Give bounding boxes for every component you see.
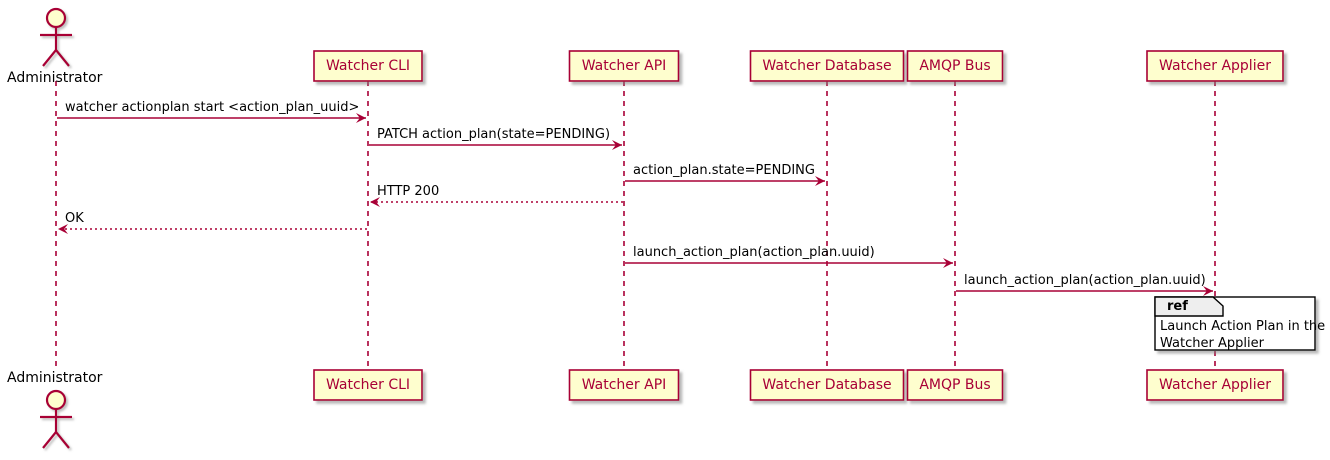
message-label-1: watcher actionplan start <action_plan_uu… (65, 100, 360, 115)
participant-box-watcher-applier-bottom (1146, 369, 1284, 401)
participant-label-watcher-applier-top: Watcher Applier (1159, 58, 1271, 74)
actor-figures-group (40, 7, 72, 449)
message-arrowhead-7 (1203, 286, 1213, 296)
participant-box-amqp-bus-top (906, 50, 1004, 82)
participant-label-watcher-api-top: Watcher API (581, 58, 667, 74)
message-arrows-group (57, 113, 1213, 296)
actor-head (45, 389, 67, 411)
actor-leg-left (42, 431, 57, 449)
actor-label-administrator-top: Administrator (7, 70, 103, 86)
message-2 (369, 140, 622, 150)
ref-fragment-tab (1154, 296, 1224, 317)
participant-box-watcher-database-top (749, 50, 905, 82)
participant-label-watcher-database-top: Watcher Database (762, 58, 892, 74)
message-label-7: launch_action_plan(action_plan.uuid) (964, 273, 1206, 288)
participant-box-watcher-cli-bottom (313, 369, 423, 401)
participant-label-amqp-bus-bottom: AMQP Bus (919, 377, 991, 393)
message-1 (57, 113, 366, 123)
message-label-2: PATCH action_plan(state=PENDING) (377, 127, 611, 142)
actor-leg-left (42, 49, 57, 67)
lifelines-group (55, 81, 1216, 370)
participant-label-watcher-cli-bottom: Watcher CLI (325, 377, 411, 393)
message-arrowhead-1 (356, 113, 366, 123)
participant-label-watcher-database-bottom: Watcher Database (762, 377, 892, 393)
ref-fragment-body-label: Launch Action Plan in the Watcher Applie… (1160, 319, 1326, 351)
actor-leg-right (55, 49, 70, 67)
actor-figure-administrator-bottom (40, 389, 72, 449)
participant-label-watcher-cli-top: Watcher CLI (325, 58, 411, 74)
message-label-6: launch_action_plan(action_plan.uuid) (633, 245, 875, 260)
actor-label-administrator-bottom: Administrator (7, 370, 103, 386)
message-arrowhead-4 (370, 197, 380, 207)
participant-box-watcher-database-bottom (749, 369, 905, 401)
participant-label-amqp-bus-top: AMQP Bus (919, 58, 991, 74)
message-label-3: action_plan.state=PENDING (633, 163, 815, 178)
participant-boxes-group (313, 50, 1284, 401)
message-label-5: OK (65, 211, 84, 226)
message-3 (625, 176, 825, 186)
message-label-4: HTTP 200 (377, 184, 440, 199)
message-4 (370, 197, 623, 207)
message-arrowhead-3 (815, 176, 825, 186)
participant-label-watcher-api-bottom: Watcher API (581, 377, 667, 393)
message-5 (58, 224, 367, 234)
message-7 (956, 286, 1213, 296)
message-arrowhead-5 (58, 224, 68, 234)
message-arrowhead-6 (943, 258, 953, 268)
actor-head (45, 7, 67, 29)
participant-label-watcher-applier-bottom: Watcher Applier (1159, 377, 1271, 393)
participant-box-watcher-api-bottom (568, 369, 680, 401)
message-6 (625, 258, 953, 268)
ref-fragment-tab-label: ref (1167, 299, 1188, 314)
participant-box-watcher-api-top (568, 50, 680, 82)
participant-box-watcher-cli-top (313, 50, 423, 82)
message-arrowhead-2 (612, 140, 622, 150)
participant-box-watcher-applier-top (1146, 50, 1284, 82)
actor-leg-right (55, 431, 70, 449)
ref-fragment-group (1154, 296, 1316, 351)
participant-box-amqp-bus-bottom (906, 369, 1004, 401)
actor-figure-administrator-top (40, 7, 72, 67)
